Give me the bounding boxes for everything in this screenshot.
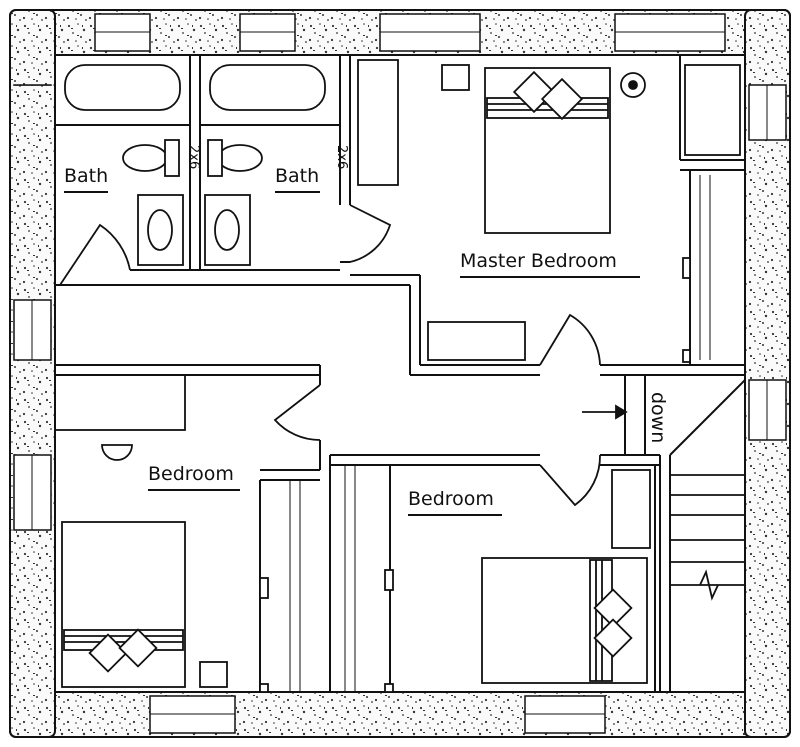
- bathroom-fixtures: [64, 64, 326, 266]
- room-label-bedroom-left: Bedroom: [148, 463, 234, 485]
- stairs-label: down: [647, 392, 669, 443]
- master-furniture: [357, 59, 741, 363]
- interior-walls: [55, 55, 746, 692]
- room-label-bath-left: Bath: [64, 165, 108, 187]
- right-bedroom-furniture: [344, 465, 651, 693]
- sink-icon: [204, 194, 251, 266]
- dresser-icon: [611, 469, 651, 549]
- bathtub-icon: [209, 64, 326, 111]
- stud-label-master-wall: 2x6: [334, 145, 349, 169]
- bathtub-icon: [64, 64, 181, 111]
- doors: [59, 204, 601, 507]
- room-label-bedroom-right: Bedroom: [408, 488, 494, 510]
- stud-label-between-baths: 2x6: [186, 145, 201, 169]
- room-labels: Bath Bath Master Bedroom Bedroom Bedroom…: [64, 145, 669, 516]
- chair-icon: [101, 444, 133, 461]
- exterior-walls: [9, 9, 791, 738]
- stairs: [582, 404, 745, 601]
- left-bedroom-furniture: [54, 374, 301, 693]
- toilet-icon: [122, 139, 180, 177]
- nightstand-icon: [441, 64, 470, 91]
- room-label-bath-right: Bath: [275, 165, 319, 187]
- bed-icon: [61, 521, 186, 688]
- bed-icon: [481, 557, 648, 684]
- dresser-icon: [357, 59, 399, 186]
- bed-icon: [484, 67, 611, 234]
- sink-icon: [137, 194, 184, 266]
- room-label-master-bedroom: Master Bedroom: [460, 250, 617, 272]
- toilet-icon: [207, 139, 263, 177]
- bench-icon: [427, 321, 526, 361]
- nightstand-icon: [199, 661, 228, 688]
